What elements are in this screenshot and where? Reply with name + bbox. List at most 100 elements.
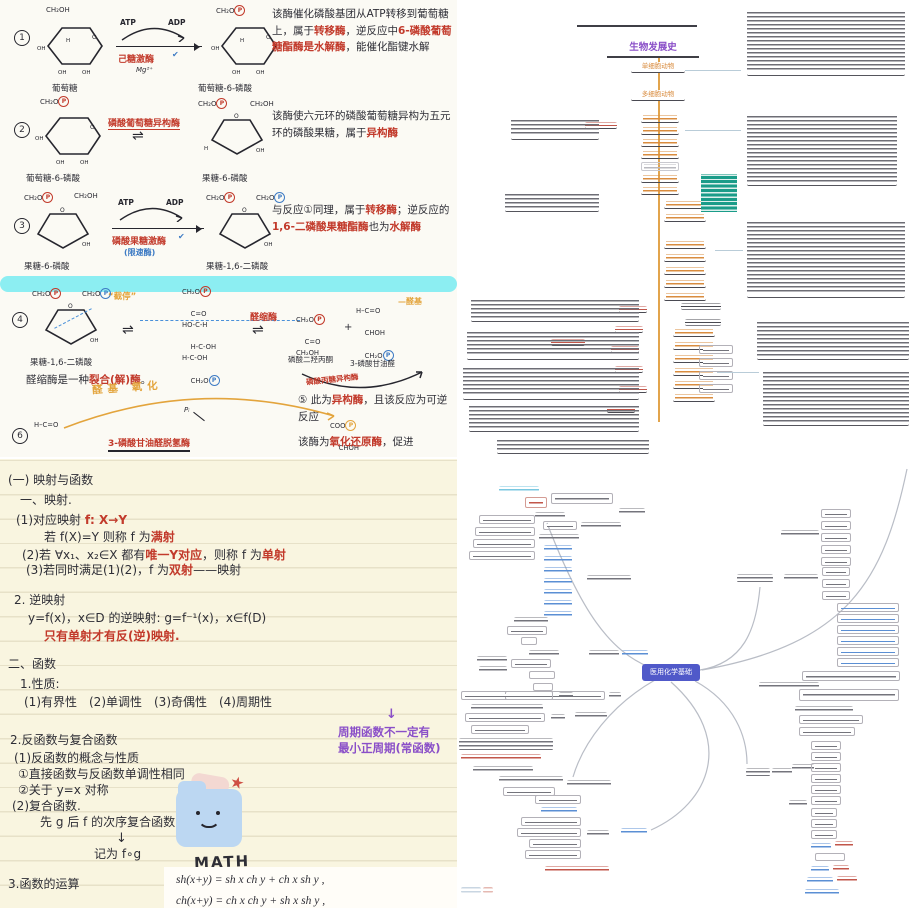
- mindmap-node: [471, 703, 543, 712]
- note-paragraph: ⑤ 此为异构酶，且该反应为可逆反应: [298, 392, 456, 425]
- mindmap-node: [822, 567, 850, 576]
- mindmap-node: [467, 328, 639, 360]
- mindmap-node: [483, 887, 493, 893]
- mindmap-node: [821, 545, 851, 554]
- chemistry-mindmap-image[interactable]: 医用化学基础: [459, 459, 919, 919]
- mindmap-node: [503, 787, 555, 796]
- mindmap-node: [799, 689, 899, 701]
- svg-text:OH: OH: [56, 160, 64, 166]
- mindmap-node: [837, 636, 899, 645]
- text-segment: 异构酶: [366, 126, 399, 139]
- mindmap-node: [641, 150, 679, 159]
- substituent-label: CH₂OH: [46, 6, 70, 14]
- aldehyde-group-label: —醛基: [398, 297, 422, 306]
- mindmap-node: [641, 186, 679, 195]
- mindmap-node: [514, 616, 548, 624]
- atp-label: ATP: [120, 18, 136, 27]
- star-icon: ★: [227, 771, 247, 794]
- text-segment: 也为: [368, 220, 390, 233]
- text-segment: 水解酶: [389, 220, 421, 233]
- text-segment: ①直接函数与反函数单调性相同: [18, 767, 185, 781]
- biochem-notes-image[interactable]: 1 O OH OH OH H CH₂OH 葡萄糖 ATP ADP 己糖激酶 ✔ …: [0, 0, 457, 457]
- step-number: 1: [14, 30, 30, 46]
- mindmap-node: [799, 727, 855, 736]
- mindmap-node: [529, 649, 559, 657]
- mindmap-node: [715, 250, 743, 251]
- note-line: (2)复合函数.: [12, 799, 81, 814]
- substituent-label: CH₂OH: [74, 192, 98, 200]
- mindmap-node: [505, 190, 599, 212]
- atp-adp-arc: [121, 27, 185, 42]
- mindmap-node: [821, 509, 851, 518]
- step-number: 3: [14, 218, 30, 234]
- text-segment: ，则称 f 为: [202, 548, 262, 562]
- mindmap-node: [535, 795, 581, 804]
- text-segment: 醛缩酶是一种: [26, 374, 89, 386]
- mindmap-node: [811, 774, 841, 783]
- note-line: 记为 f∘g: [94, 847, 141, 862]
- enzyme-label: 醛缩酶: [250, 313, 278, 323]
- svg-text:OH: OH: [232, 70, 240, 76]
- mindmap-node: [789, 799, 807, 807]
- mindmap-node: [822, 579, 850, 588]
- reactant-name: 果糖-6-磷酸: [24, 262, 70, 272]
- fructose6p-ring-structure: O OH: [36, 207, 90, 249]
- note-line: (3)若同时满足(1)(2)，f 为双射——映射: [26, 563, 241, 578]
- mindmap-node: [475, 527, 535, 536]
- svg-text:OH: OH: [82, 70, 90, 76]
- mindmap-node: [811, 763, 841, 772]
- note-line: 一、映射.: [20, 493, 72, 508]
- mindmap-node: [837, 658, 899, 667]
- note-line: 若 f(X)=Y 则称 f 为满射: [44, 530, 175, 545]
- mindmap-node: [811, 741, 841, 750]
- atp-adp-arc: [119, 207, 183, 222]
- note-line: 只有单射才有反(逆)映射.: [44, 629, 180, 644]
- text-segment: 该酶使六元环的磷酸葡萄糖异构为五元环的磷酸果糖，属于: [272, 110, 451, 139]
- mindmap-node: [641, 114, 679, 123]
- mindmap-node: [544, 555, 572, 563]
- mindmap-node: [585, 121, 617, 129]
- product-name: 磷酸二羟丙酮: [288, 355, 333, 364]
- svg-text:OH: OH: [80, 160, 88, 166]
- mindmap-node: [811, 796, 841, 805]
- biology-mindmap-image[interactable]: 生物发展史 单细胞动物多细胞动物: [459, 0, 919, 457]
- svg-text:H: H: [240, 38, 244, 44]
- mindmap-node: [535, 511, 565, 519]
- reactant-name: 果糖-1,6-二磷酸: [30, 358, 93, 368]
- text-segment: (3)若同时满足(1)(2)，f 为: [26, 563, 170, 577]
- note-line: ①直接函数与反函数单调性相同: [18, 767, 185, 782]
- mindmap-node: [673, 380, 715, 389]
- fructose16bp-ring-structure: O OH: [218, 207, 272, 249]
- text-segment: 周期函数不一定有: [338, 725, 430, 739]
- svg-text:O: O: [68, 303, 73, 310]
- down-arrow: ↓: [116, 831, 127, 846]
- mindmap-node: [621, 827, 647, 836]
- isomerase-curved-arrow: [301, 371, 423, 389]
- mindmap-node: [664, 200, 706, 209]
- note-paragraph: 该酶使六元环的磷酸葡萄糖异构为五元环的磷酸果糖，属于异构酶: [272, 108, 454, 141]
- mindmap-node: [837, 647, 899, 656]
- text-segment: 双射: [169, 563, 194, 577]
- step-number: 2: [14, 122, 30, 138]
- mindmap-node: [589, 649, 619, 657]
- svg-text:O: O: [234, 113, 239, 120]
- mindmap-node: [521, 817, 581, 826]
- text-segment: 一、映射.: [20, 493, 72, 507]
- mindmap-node: [511, 659, 551, 668]
- math-notes-image[interactable]: (一) 映射与函数 一、映射. (1)对应映射 f: X→Y 若 f(X)=Y …: [0, 459, 457, 908]
- svg-text:OH: OH: [35, 136, 43, 142]
- mindmap-node: [459, 737, 553, 751]
- mindmap-title: 生物发展史: [607, 42, 699, 58]
- note-paragraph: 该酶催化磷酸基团从ATP转移到葡萄糖上，属于转移酶，逆反应中6-磷酸葡萄糖酯酶是…: [272, 6, 454, 56]
- mindmap-node: [837, 603, 899, 612]
- mindmap-node: [539, 533, 579, 541]
- mindmap-node: [759, 681, 819, 689]
- mindmap-node: [469, 402, 639, 432]
- product-name: 葡萄糖-6-磷酸: [198, 84, 253, 94]
- mindmap-node: [551, 493, 613, 504]
- mindmap-node: [664, 266, 706, 275]
- down-arrow: ↓: [386, 707, 397, 722]
